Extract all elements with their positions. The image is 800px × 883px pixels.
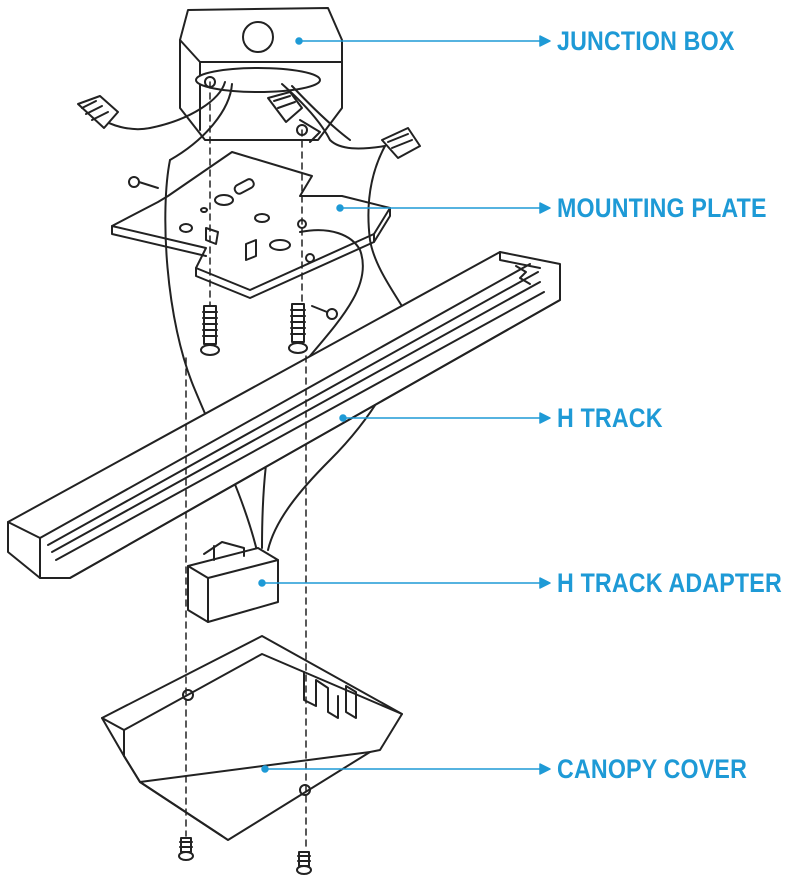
label-mounting-plate: MOUNTING PLATE [557, 193, 767, 223]
alignment-lines [185, 81, 307, 851]
label-h-track-adapter: H TRACK ADAPTER [557, 568, 782, 598]
label-h-track: H TRACK [557, 403, 663, 433]
label-canopy-cover: CANOPY COVER [557, 754, 748, 784]
bottom-screws-drawing [178, 837, 312, 875]
junction-box-drawing [77, 7, 421, 161]
canopy-cover-drawing [101, 635, 403, 841]
h-track-adapter-drawing [187, 541, 279, 623]
label-junction-box: JUNCTION BOX [557, 26, 735, 56]
h-track-drawing [7, 251, 561, 579]
callout-lines [258, 35, 551, 775]
mounting-plate-drawing [111, 151, 391, 356]
